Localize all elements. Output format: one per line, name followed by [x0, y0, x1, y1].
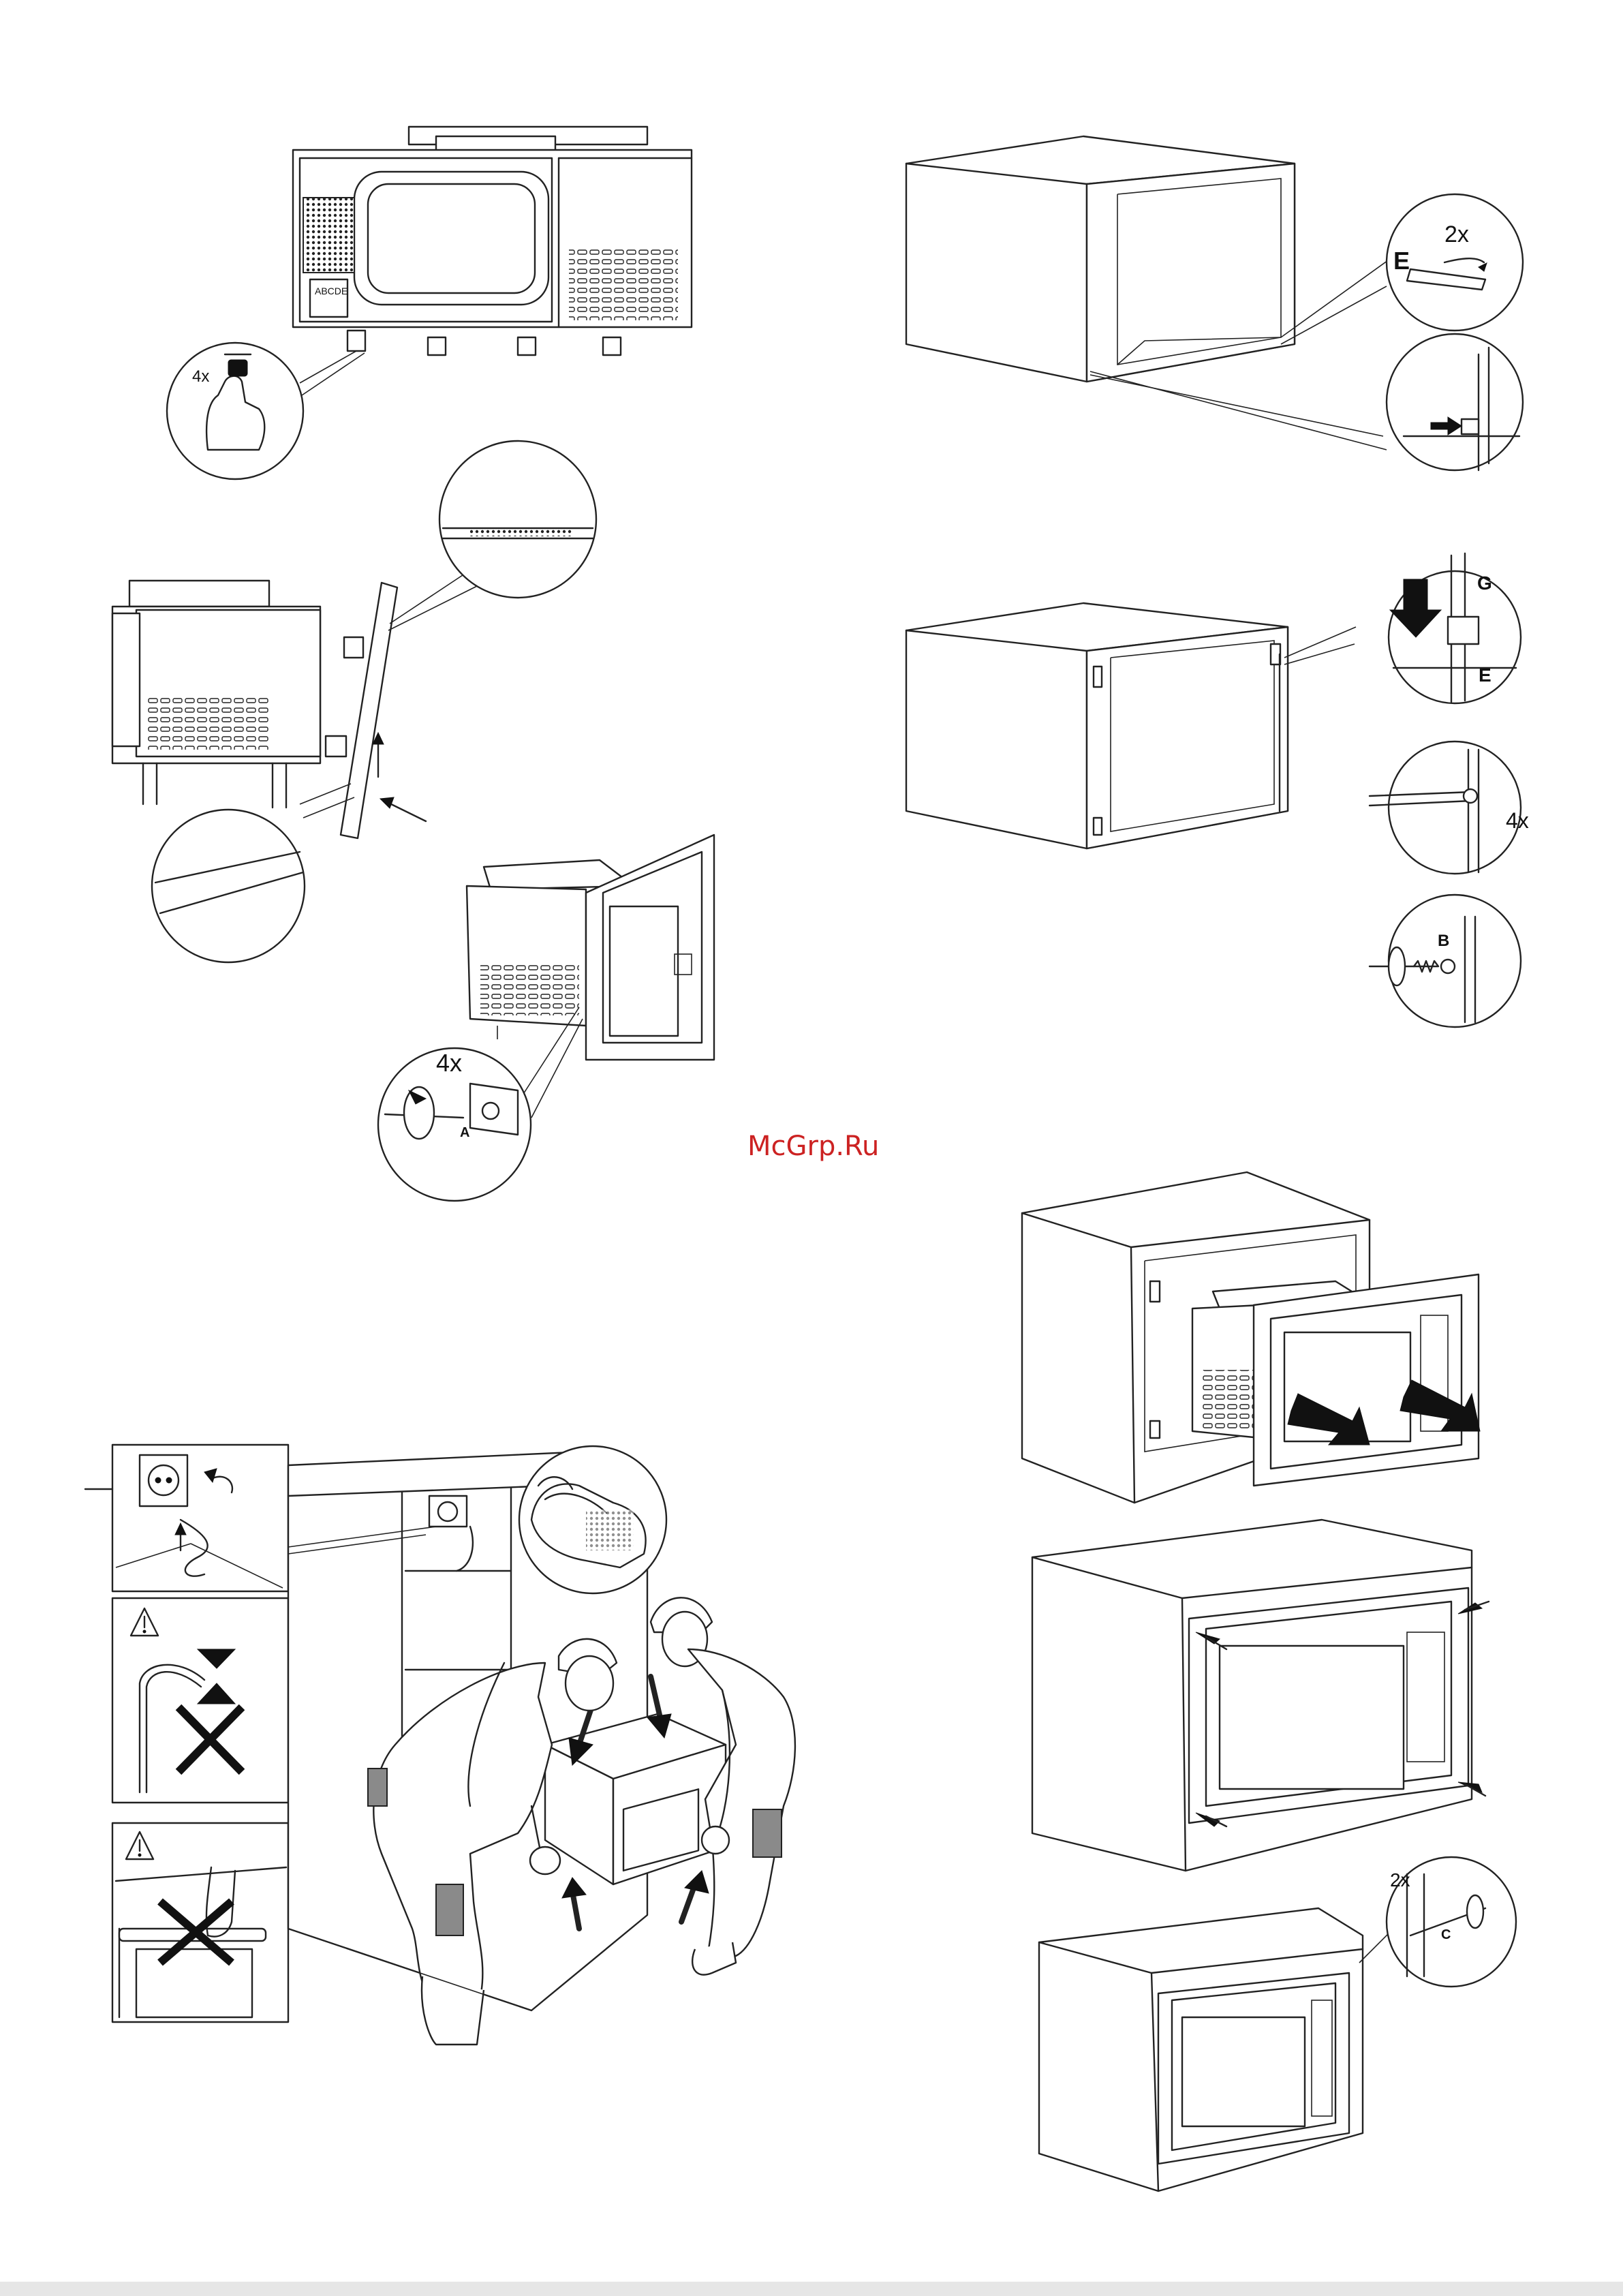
part-e-label: E [1479, 664, 1491, 686]
count-label: 4x [192, 367, 209, 386]
part-label: E [1393, 247, 1410, 275]
svg-text:ABCDE: ABCDE [315, 286, 347, 296]
count-label: 4x [436, 1049, 462, 1077]
part-g-label: G [1477, 572, 1492, 594]
part-b-label: B [1438, 932, 1449, 950]
step-remove-feet: ABCDE 4x [167, 127, 692, 479]
foot [603, 337, 621, 355]
count-label: 4x [1506, 808, 1529, 833]
warning-panel-unplug [112, 1445, 288, 1591]
step-insert-microwave [1022, 1172, 1480, 1503]
warning-panel-cable-pinch [112, 1598, 288, 1803]
step-check-fit [1032, 1520, 1489, 1871]
page-bottom-bar [0, 2282, 1623, 2296]
count-label: 2x [1390, 1869, 1410, 1891]
step-bracket-fit: G E 4x B [906, 553, 1529, 1027]
step-final-fix: 2x C [1039, 1857, 1516, 2191]
watermark: McGrp.Ru [747, 1131, 879, 1162]
count-label: 2x [1444, 221, 1469, 247]
foot [428, 337, 446, 355]
warning-panel-door-handle [112, 1823, 288, 2022]
part-label: C [1441, 1927, 1451, 1942]
foot [347, 331, 365, 351]
foot [518, 337, 536, 355]
up-arrow-icon [681, 1871, 709, 1922]
part-label: A [460, 1125, 469, 1140]
step-cabinet-prep: 2x E [906, 136, 1523, 470]
step-frame-screws: 4x A [378, 835, 714, 1201]
